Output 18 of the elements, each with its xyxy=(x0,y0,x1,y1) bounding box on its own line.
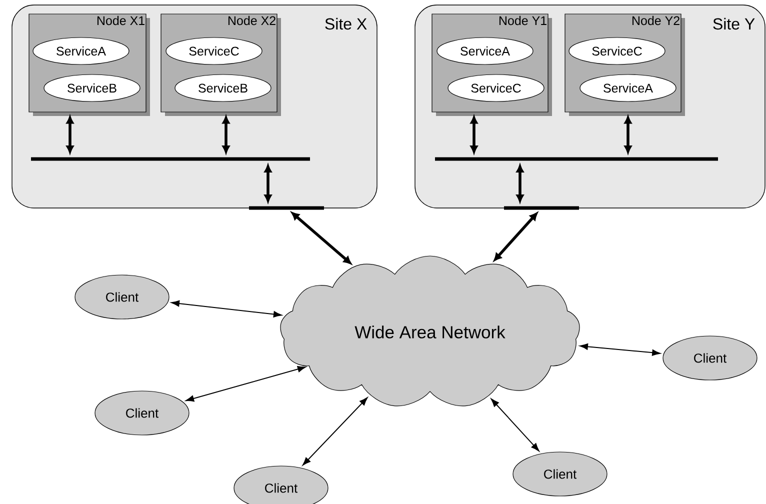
arrow xyxy=(171,300,282,318)
arrow xyxy=(470,116,478,154)
arrow xyxy=(302,397,368,466)
network-bus xyxy=(31,157,310,161)
arrow xyxy=(490,398,540,452)
network-bus xyxy=(504,206,579,210)
network-bus xyxy=(435,157,718,161)
arrow xyxy=(624,116,632,154)
arrow xyxy=(66,116,74,154)
arrow xyxy=(222,116,230,154)
network-bus xyxy=(249,206,324,210)
arrow xyxy=(186,366,306,402)
network-cloud: Wide Area Network xyxy=(280,256,580,406)
arrow xyxy=(494,212,538,261)
arrow xyxy=(292,212,352,264)
arrow xyxy=(264,164,272,202)
arrow xyxy=(580,343,660,356)
arrow xyxy=(516,164,524,202)
